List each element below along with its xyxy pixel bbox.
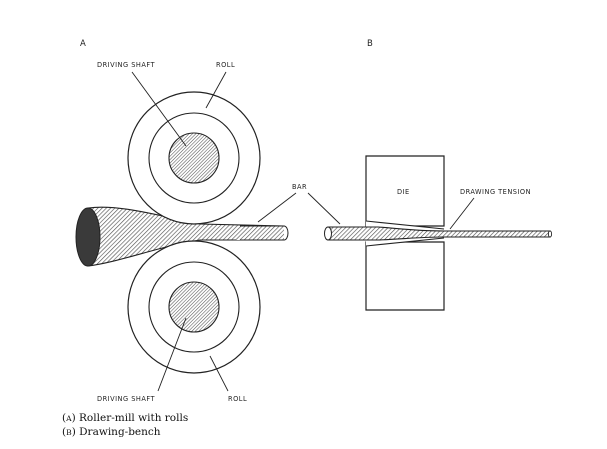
caption-line-2: (B) Drawing-bench [62, 426, 161, 438]
die-block [365, 155, 445, 311]
die-throat-bottom [365, 237, 445, 247]
bottom-driving-shaft [168, 281, 220, 333]
caption-letter-b: B [66, 428, 72, 437]
leader-driving-shaft-top [131, 71, 187, 147]
caption-text-a: Roller-mill with rolls [79, 412, 188, 424]
leader-drawing-tension [449, 197, 475, 230]
caption-letter-a: A [65, 414, 72, 423]
drawn-bar-right-end [547, 230, 553, 238]
leader-roll-bottom [209, 355, 229, 392]
label-driving-shaft-top: DRIVING SHAFT [97, 61, 156, 69]
label-roll-bottom: ROLL [228, 395, 247, 403]
label-roll-top: ROLL [216, 61, 235, 69]
die-throat-top [365, 220, 445, 230]
caption-text-b: Drawing-bench [79, 426, 161, 438]
label-driving-shaft-bottom: DRIVING SHAFT [97, 395, 156, 403]
caption-line-1: (A) Roller-mill with rolls [62, 412, 188, 424]
label-bar: BAR [292, 183, 307, 191]
leader-roll-top [205, 71, 227, 109]
drawn-bar-left-end [324, 226, 332, 241]
label-die: DIE [397, 188, 410, 196]
panel-label-a: A [80, 39, 86, 49]
panel-label-b: B [367, 39, 373, 49]
label-drawing-tension: DRAWING TENSION [460, 188, 531, 196]
leader-bar-right [307, 192, 341, 225]
leader-driving-shaft-bottom [157, 317, 187, 392]
leader-bar-left [257, 192, 297, 223]
bar-exit [236, 226, 284, 240]
bar-end-face [75, 207, 101, 267]
top-driving-shaft [168, 132, 220, 184]
